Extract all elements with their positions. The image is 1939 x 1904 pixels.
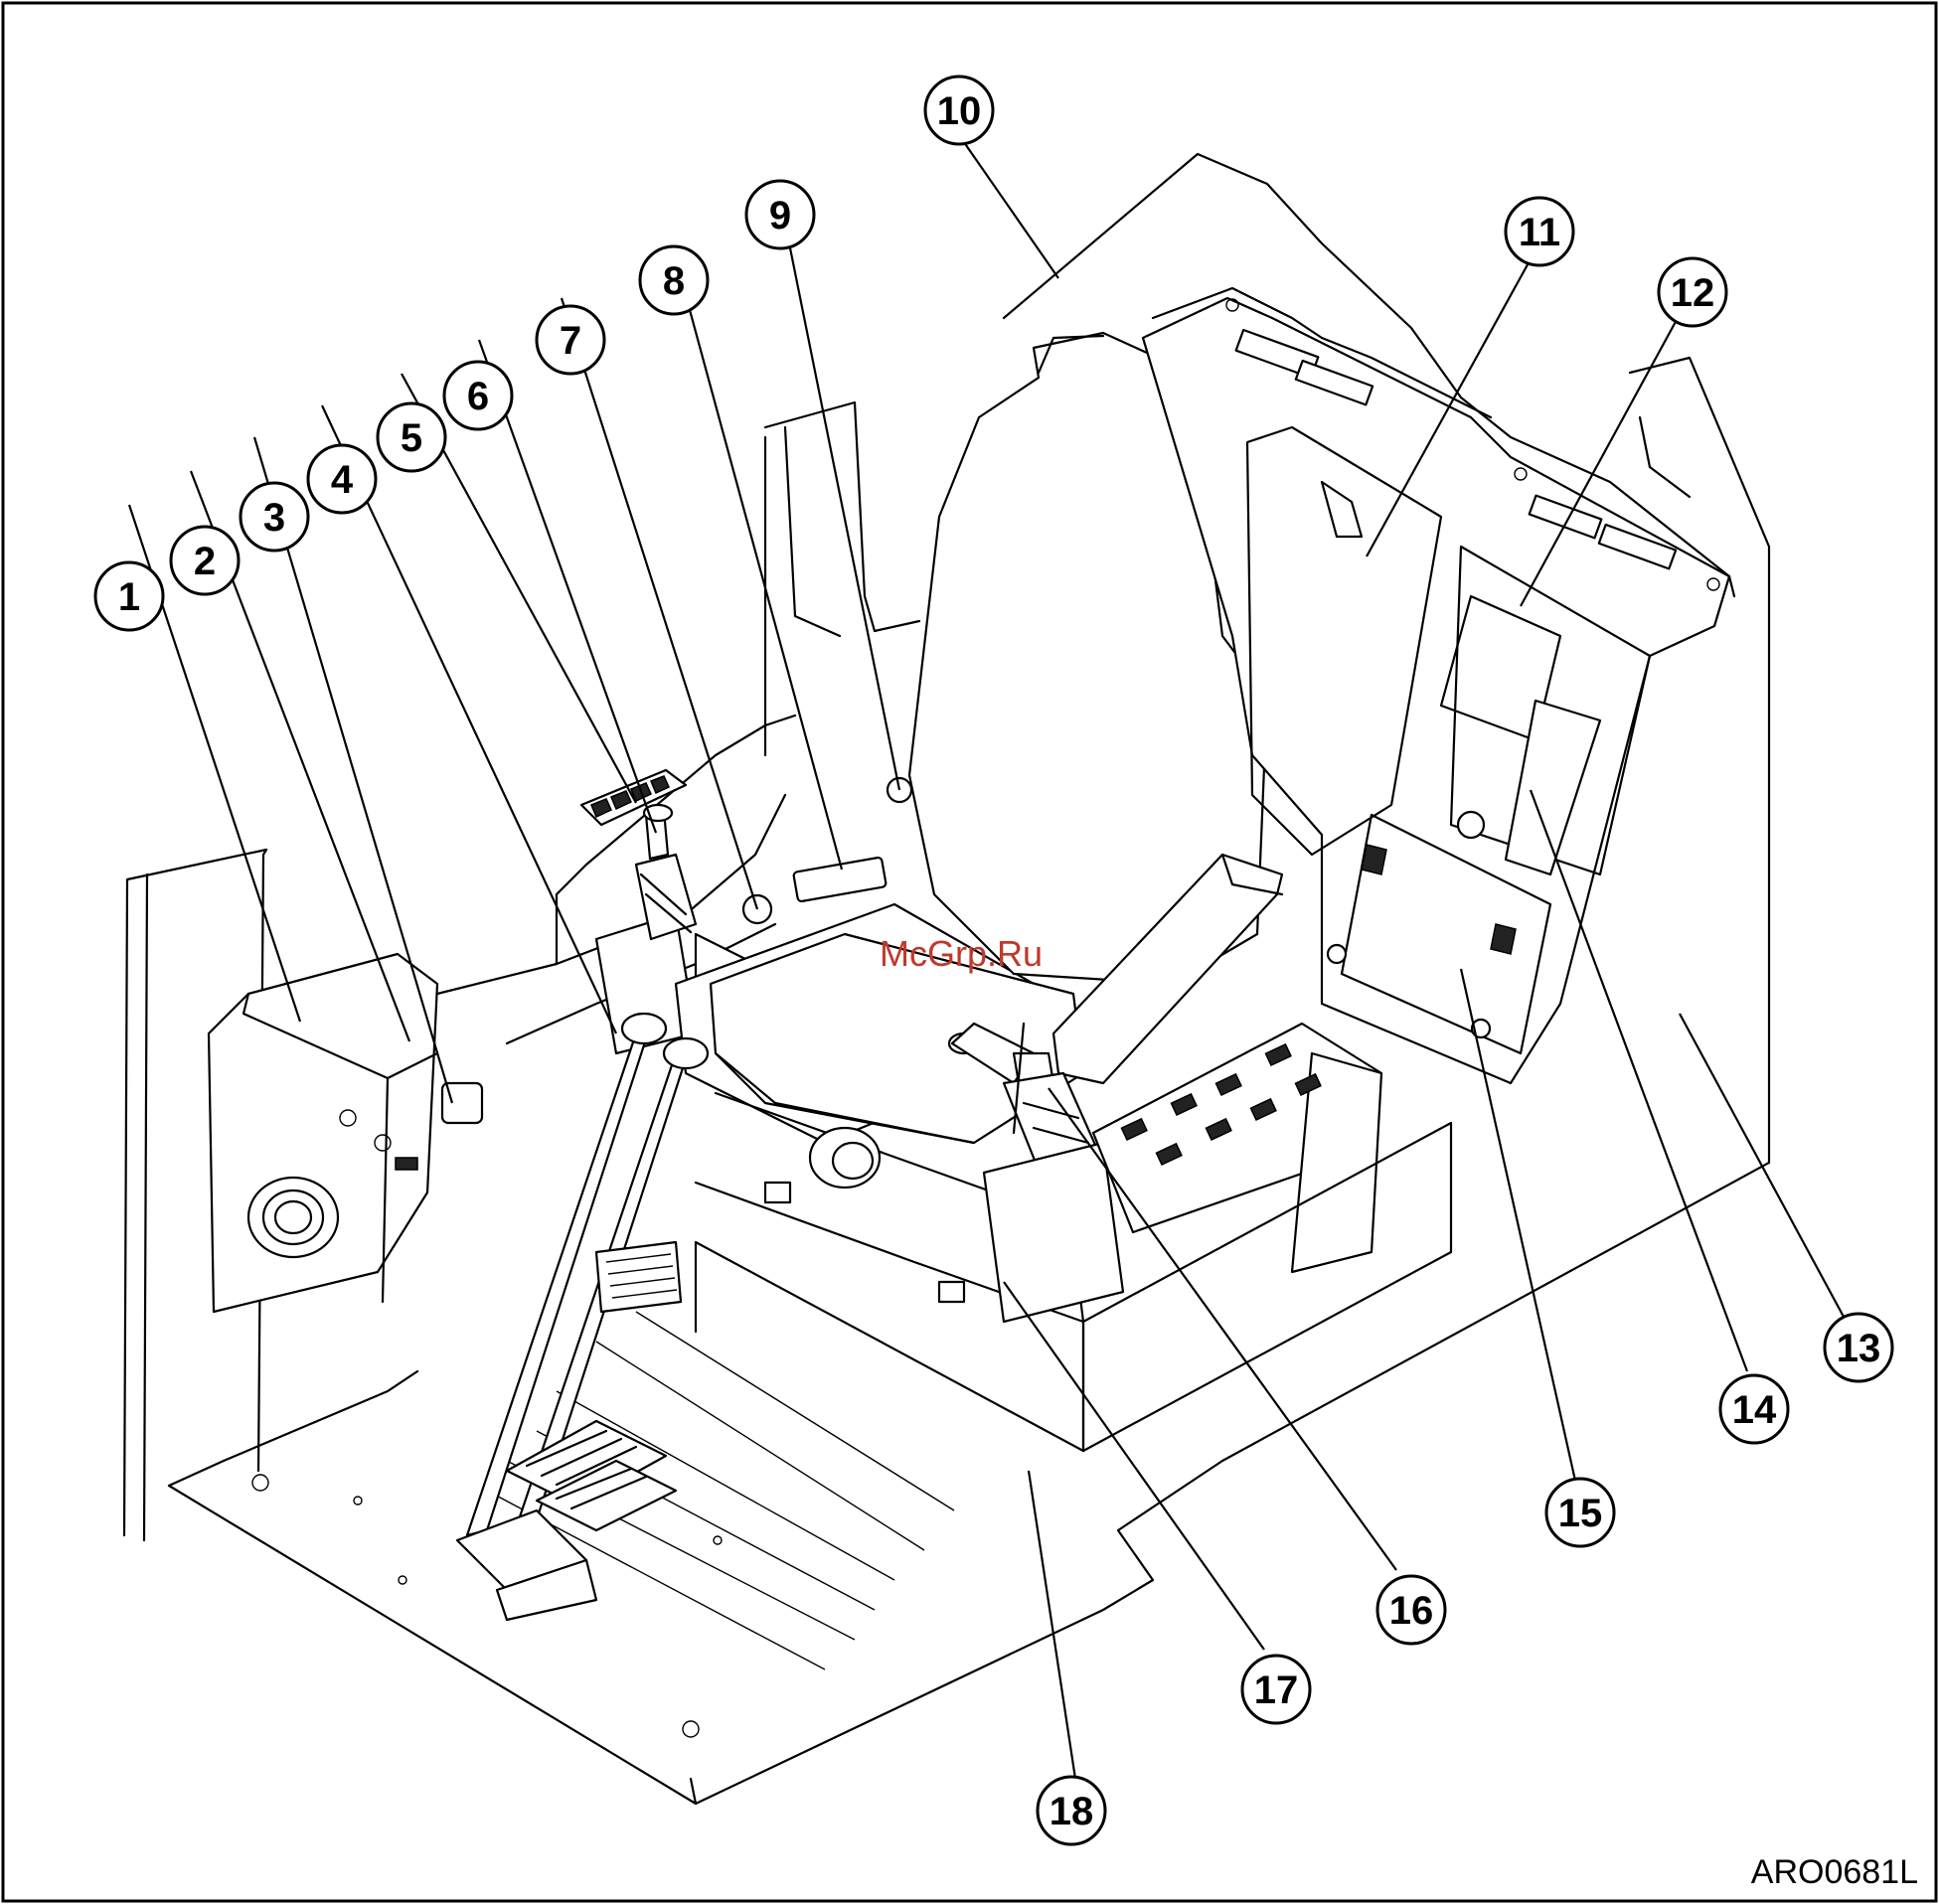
callout-label-4: 4	[331, 458, 354, 502]
callout-13: 13	[1823, 1312, 1894, 1383]
callout-10: 10	[923, 75, 995, 146]
callout-8: 8	[638, 244, 710, 316]
callout-6: 6	[442, 360, 514, 431]
callout-14: 14	[1718, 1373, 1790, 1445]
callout-label-8: 8	[663, 259, 685, 303]
callout-18: 18	[1036, 1775, 1107, 1846]
callout-label-2: 2	[194, 540, 216, 583]
callout-label-3: 3	[263, 496, 285, 540]
callout-label-12: 12	[1671, 271, 1715, 315]
callout-17: 17	[1240, 1654, 1312, 1725]
callout-label-9: 9	[769, 194, 791, 238]
cab-line-art	[122, 152, 1771, 1806]
callout-label-10: 10	[937, 89, 982, 133]
callout-label-15: 15	[1558, 1492, 1603, 1535]
callout-label-14: 14	[1732, 1388, 1777, 1432]
callout-label-6: 6	[467, 375, 489, 418]
callout-12: 12	[1657, 256, 1728, 328]
callout-label-1: 1	[118, 575, 140, 619]
callout-label-5: 5	[401, 416, 422, 460]
callout-label-13: 13	[1837, 1327, 1881, 1370]
callout-label-17: 17	[1254, 1668, 1299, 1712]
callout-label-16: 16	[1389, 1589, 1434, 1633]
callout-5: 5	[376, 401, 447, 473]
callout-15: 15	[1544, 1477, 1616, 1548]
callout-9: 9	[744, 179, 816, 250]
watermark-text: McGrp.Ru	[880, 933, 1043, 974]
callout-label-11: 11	[1519, 211, 1560, 254]
switch-array	[1120, 1042, 1322, 1166]
callout-label-7: 7	[560, 319, 581, 363]
callout-3: 3	[239, 481, 310, 553]
leader-lines	[127, 134, 1845, 1780]
callout-1: 1	[93, 560, 165, 632]
figure-code: ARO0681L	[1751, 1853, 1918, 1891]
callout-2: 2	[169, 525, 241, 596]
callout-label-18: 18	[1050, 1790, 1094, 1833]
callout-7: 7	[535, 304, 606, 376]
callout-16: 16	[1375, 1574, 1447, 1646]
callout-4: 4	[306, 443, 378, 515]
callout-11: 11	[1504, 196, 1575, 267]
